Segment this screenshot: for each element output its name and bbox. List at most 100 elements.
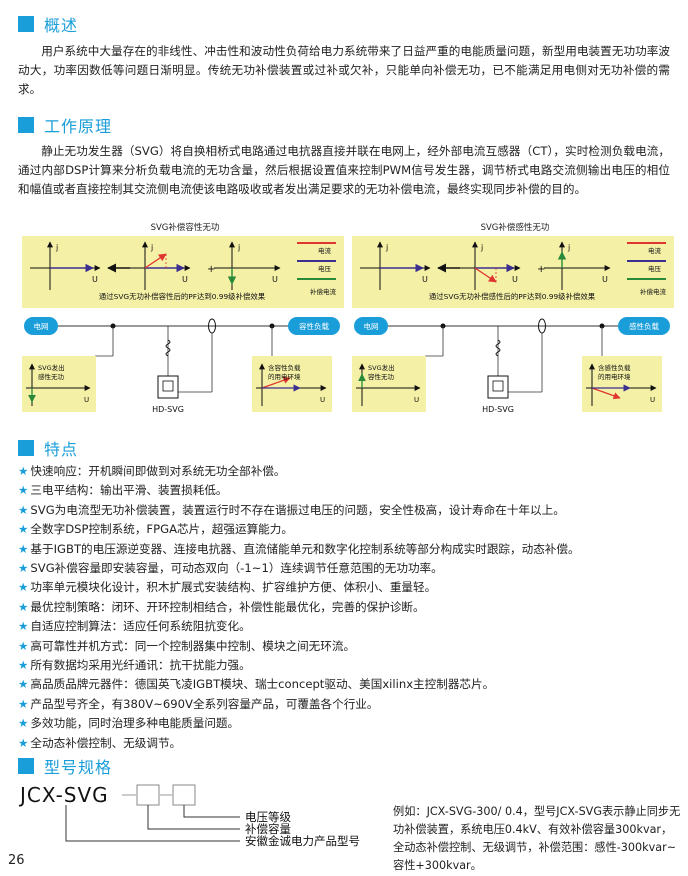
axis-j-label: j	[150, 243, 153, 252]
left-phasor-1: j U	[30, 241, 101, 290]
star-icon: ★	[18, 735, 29, 750]
legend-compensation: 补偿电流	[640, 287, 667, 296]
heading-square-icon	[18, 16, 34, 32]
right-load-badge	[618, 317, 670, 335]
right-grid-label: 电网	[364, 321, 379, 331]
model-code-diagram: JCX-SVG 电压等级 补偿容量 安徽金诚电力产品型号	[18, 783, 360, 848]
right-load-panel	[582, 356, 662, 412]
reactor-icon	[495, 339, 501, 357]
axis-j-label: j	[567, 243, 570, 252]
left-load-label: 容性负载	[299, 321, 329, 331]
star-icon: ★	[18, 483, 29, 498]
principle-heading: 工作原理	[18, 113, 112, 137]
heading-square-icon	[18, 440, 34, 456]
axis-u-label: U	[272, 275, 278, 284]
left-load-panel	[252, 356, 332, 412]
feature-text: 产品型号齐全，有380V~690V全系列容量产品，可覆盖各个行业。	[30, 696, 379, 711]
right-load-panel-label: 含感性负载 的用电环境	[598, 363, 633, 381]
feature-text: SVG为电流型无功补偿装置，装置运行时不存在谐振过电压的问题，安全性极高，设计寿…	[30, 502, 565, 517]
feature-text: 自适应控制算法：适应任何系统阻抗变化。	[30, 619, 251, 634]
voltage-box	[172, 784, 196, 806]
right-grid-badge	[354, 317, 388, 335]
heading-square-icon	[18, 758, 34, 774]
overview-heading: 概述	[18, 12, 78, 36]
axis-u-label: U	[602, 275, 608, 284]
feature-item: ★基于IGBT的电压源逆变器、连接电抗器、直流储能单元和数字化控制系统等部分构成…	[18, 540, 678, 559]
legend-voltage: 电压	[648, 264, 662, 273]
legend-compensation: 补偿电流	[310, 287, 337, 296]
feature-item: ★高可靠性并机方式：同一个控制器集中控制、模块之间无环流。	[18, 637, 678, 656]
feature-item: ★全数字DSP控制系统，FPGA芯片，超强运算能力。	[18, 520, 678, 539]
svg-principle-diagram: SVG补偿容性无功 j U j U + j U	[22, 222, 674, 414]
feature-text: 所有数据均采用光纤通讯：抗干扰能力强。	[30, 658, 251, 673]
axis-u-label: U	[650, 396, 655, 404]
axis-j-label: j	[385, 243, 388, 252]
feature-item: ★最优控制策略：闭环、开环控制相结合，补偿性能最优化，完善的保护诊断。	[18, 598, 678, 617]
features-list: ★快速响应：开机瞬间即做到对系统无功全部补偿。★三电平结构：输出平滑、装置损耗低…	[18, 462, 678, 753]
principle-title: 工作原理	[44, 117, 113, 136]
star-icon: ★	[18, 580, 29, 595]
feature-item: ★全动态补偿控制、无级调节。	[18, 734, 678, 753]
plus-sign: +	[537, 264, 545, 275]
feature-item: ★SVG补偿容量即安装容量，可动态双向（-1~1）连续调节任意范围的无功功率。	[18, 559, 678, 578]
axis-u-label: U	[92, 275, 98, 284]
plus-sign: +	[207, 264, 215, 275]
feature-item: ★高品质品牌元器件：德国英飞凌IGBT模块、瑞士concept驱动、美国xili…	[18, 675, 678, 694]
left-device-label: HD-SVG	[152, 405, 184, 414]
model-example-text: 例如：JCX-SVG-300/ 0.4，型号JCX-SVG表示静止同步无功补偿装…	[393, 805, 681, 872]
feature-text: 三电平结构：输出平滑、装置损耗低。	[30, 483, 228, 498]
features-title: 特点	[44, 440, 79, 459]
left-load-panel-label: 含容性负载 的用电环境	[268, 363, 303, 381]
feature-item: ★三电平结构：输出平滑、装置损耗低。	[18, 481, 678, 500]
left-grid-badge	[24, 317, 58, 335]
page-number: 26	[8, 853, 25, 868]
right-diagram-title: SVG补偿感性无功	[481, 222, 550, 233]
hd-svg-device-icon	[487, 375, 509, 399]
model-label-voltage: 电压等级	[245, 810, 291, 824]
right-phasor-1: j U	[360, 241, 431, 290]
axis-u-label: U	[84, 396, 89, 404]
axis-u-label: U	[182, 275, 188, 284]
hd-svg-device-icon	[157, 375, 179, 399]
star-icon: ★	[18, 599, 29, 614]
star-icon: ★	[18, 716, 29, 731]
principle-paragraph: 静止无功发生器（SVG）将自换相桥式电路通过电抗器直接并联在电网上，经外部电流互…	[18, 144, 670, 196]
star-icon: ★	[18, 696, 29, 711]
capacity-box	[136, 784, 160, 806]
model-code: JCX-SVG	[18, 783, 109, 807]
feature-text: 高品质品牌元器件：德国英飞凌IGBT模块、瑞士concept驱动、美国xilin…	[30, 677, 495, 692]
axis-j-label: j	[55, 243, 58, 252]
feature-item: ★所有数据均采用光纤通讯：抗干扰能力强。	[18, 656, 678, 675]
right-device-label: HD-SVG	[482, 405, 514, 414]
model-title: 型号规格	[44, 758, 113, 777]
left-diagram-title: SVG补偿容性无功	[151, 222, 220, 233]
star-icon: ★	[18, 677, 29, 692]
left-legend: 电流 电压 补偿电流	[297, 242, 337, 296]
left-diagram: SVG补偿容性无功 j U j U + j U	[22, 222, 344, 414]
star-icon: ★	[18, 464, 29, 478]
legend-voltage: 电压	[318, 264, 332, 273]
features-heading: 特点	[18, 436, 78, 460]
feature-item: ★产品型号齐全，有380V~690V全系列容量产品，可覆盖各个行业。	[18, 695, 678, 714]
axis-u-label: U	[320, 396, 325, 404]
heading-square-icon	[18, 117, 34, 133]
star-icon: ★	[18, 638, 29, 653]
feature-text: 基于IGBT的电压源逆变器、连接电抗器、直流储能单元和数字化控制系统等部分构成实…	[30, 541, 580, 556]
star-icon: ★	[18, 561, 29, 576]
feature-item: ★多效功能，同时治理多种电能质量问题。	[18, 714, 678, 733]
left-svg-panel-label: SVG发出 感性无功	[38, 363, 67, 381]
axis-u-label: U	[422, 275, 428, 284]
feature-item: ★快速响应：开机瞬间即做到对系统无功全部补偿。	[18, 462, 678, 481]
left-load-badge	[288, 317, 340, 335]
star-icon: ★	[18, 658, 29, 673]
model-label-capacity: 补偿容量	[245, 822, 291, 836]
feature-text: 最优控制策略：闭环、开环控制相结合，补偿性能最优化，完善的保护诊断。	[30, 599, 425, 614]
star-icon: ★	[18, 522, 29, 537]
feature-text: 快速响应：开机瞬间即做到对系统无功全部补偿。	[30, 464, 286, 478]
left-grid-label: 电网	[34, 321, 49, 331]
right-load-label: 感性负载	[629, 321, 659, 331]
right-summary: 通过SVG无功补偿感性后的PF达到0.99级补偿效果	[429, 292, 596, 301]
feature-text: 全动态补偿控制、无级调节。	[30, 735, 182, 750]
axis-j-label: j	[480, 243, 483, 252]
legend-current: 电流	[318, 246, 332, 255]
